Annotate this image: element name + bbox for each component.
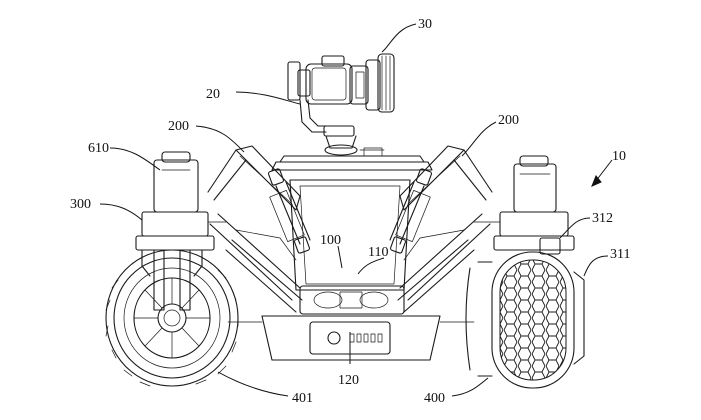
leader-lines [99,23,613,397]
label-110: 110 [368,245,388,260]
label-401: 401 [292,391,313,406]
label-200-left: 200 [168,119,189,134]
top-plate [271,147,433,171]
label-20: 20 [206,87,220,102]
reference-labels: 30 20 200 200 610 10 300 312 100 110 311… [70,17,630,406]
gimbal-camera [287,53,395,156]
label-311: 311 [610,247,630,262]
label-610: 610 [88,141,109,156]
label-300: 300 [70,197,91,212]
left-wheel-assembly [105,151,239,387]
label-120: 120 [338,373,359,388]
label-200-right: 200 [498,113,519,128]
left-suspension [207,145,311,313]
right-wheel-assembly [465,155,585,389]
label-30: 30 [418,17,432,32]
chassis-body [227,179,475,361]
label-400: 400 [424,391,445,406]
label-100: 100 [320,233,341,248]
label-10: 10 [612,149,626,164]
right-suspension [389,145,493,313]
label-312: 312 [592,211,613,226]
